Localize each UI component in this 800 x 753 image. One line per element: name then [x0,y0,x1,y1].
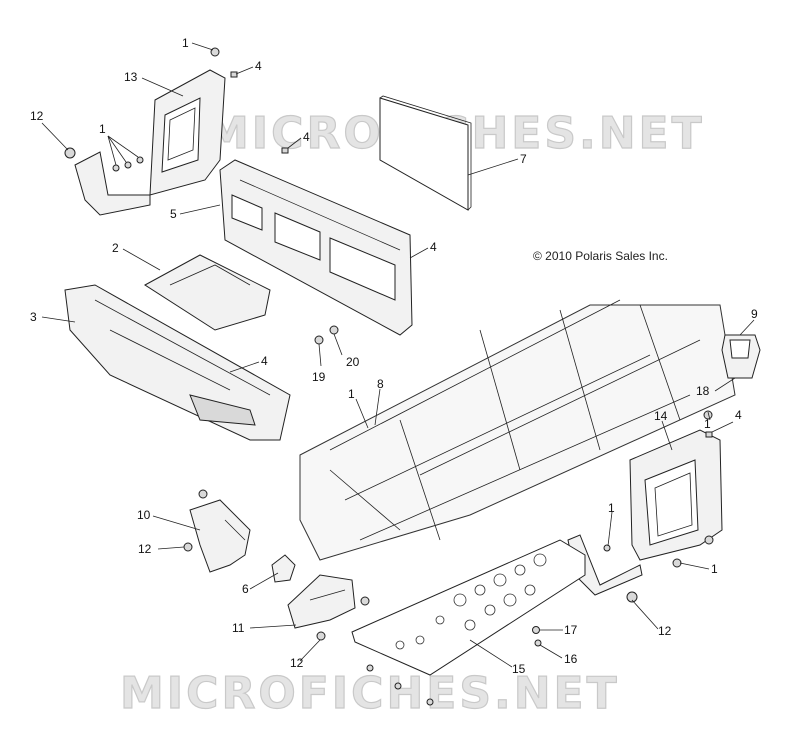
part-frame-chassis [299,299,736,561]
part-15-floor-plate [351,539,586,706]
part-9-storage-bin [721,334,761,379]
part-10-shield [183,489,251,573]
callout-20: 20 [346,355,360,369]
callout-8: 8 [377,377,384,391]
fasteners-right [603,410,714,603]
callout-9: 9 [751,307,758,321]
callout-1: 1 [182,36,189,50]
part-5-cab-back-panel [219,147,413,336]
callout-12: 12 [290,656,304,670]
part-3-floor-tub [64,284,291,441]
callout-5: 5 [170,207,177,221]
callout-18: 18 [696,384,710,398]
callout-1: 1 [348,387,355,401]
callout-1: 1 [608,501,615,515]
callout-13: 13 [124,70,138,84]
fasteners-16-17 [532,626,542,647]
callout-16: 16 [564,652,578,666]
callout-1: 1 [711,562,718,576]
callout-14: 14 [654,409,668,423]
callout-4: 4 [255,59,262,73]
callout-4: 4 [430,240,437,254]
part-14-side-panel-right [629,429,723,561]
callout-15: 15 [512,662,526,676]
callout-17: 17 [564,623,578,637]
watermark-bottom: MICROFICHES.NET [120,668,620,719]
fasteners-19-20 [314,325,339,345]
copyright-text: © 2010 Polaris Sales Inc. [533,249,668,263]
callout-1: 1 [704,417,711,431]
callout-12: 12 [658,624,672,638]
callout-6: 6 [242,582,249,596]
callout-labels: 1 4 13 12 1 4 7 5 2 4 3 4 20 19 8 1 9 18… [30,36,758,676]
callout-4: 4 [303,130,310,144]
callout-4: 4 [735,408,742,422]
callout-1: 1 [99,122,106,136]
callout-2: 2 [112,241,119,255]
part-6-clip [271,554,296,583]
callout-12: 12 [30,109,44,123]
part-12-fender-flare-left-rear [64,147,151,216]
part-2-floor-insert [144,254,271,331]
callout-10: 10 [137,508,151,522]
callout-4: 4 [261,354,268,368]
part-13-side-panel-left [149,69,226,196]
part-7-bulkhead-panel [379,95,472,211]
fasteners-1-top-left [112,47,238,172]
callout-12: 12 [138,542,152,556]
leader-lines [41,42,755,668]
callout-7: 7 [520,152,527,166]
callout-11: 11 [232,621,245,635]
callout-19: 19 [312,370,326,384]
callout-3: 3 [30,310,37,324]
part-11-bracket [287,574,370,641]
